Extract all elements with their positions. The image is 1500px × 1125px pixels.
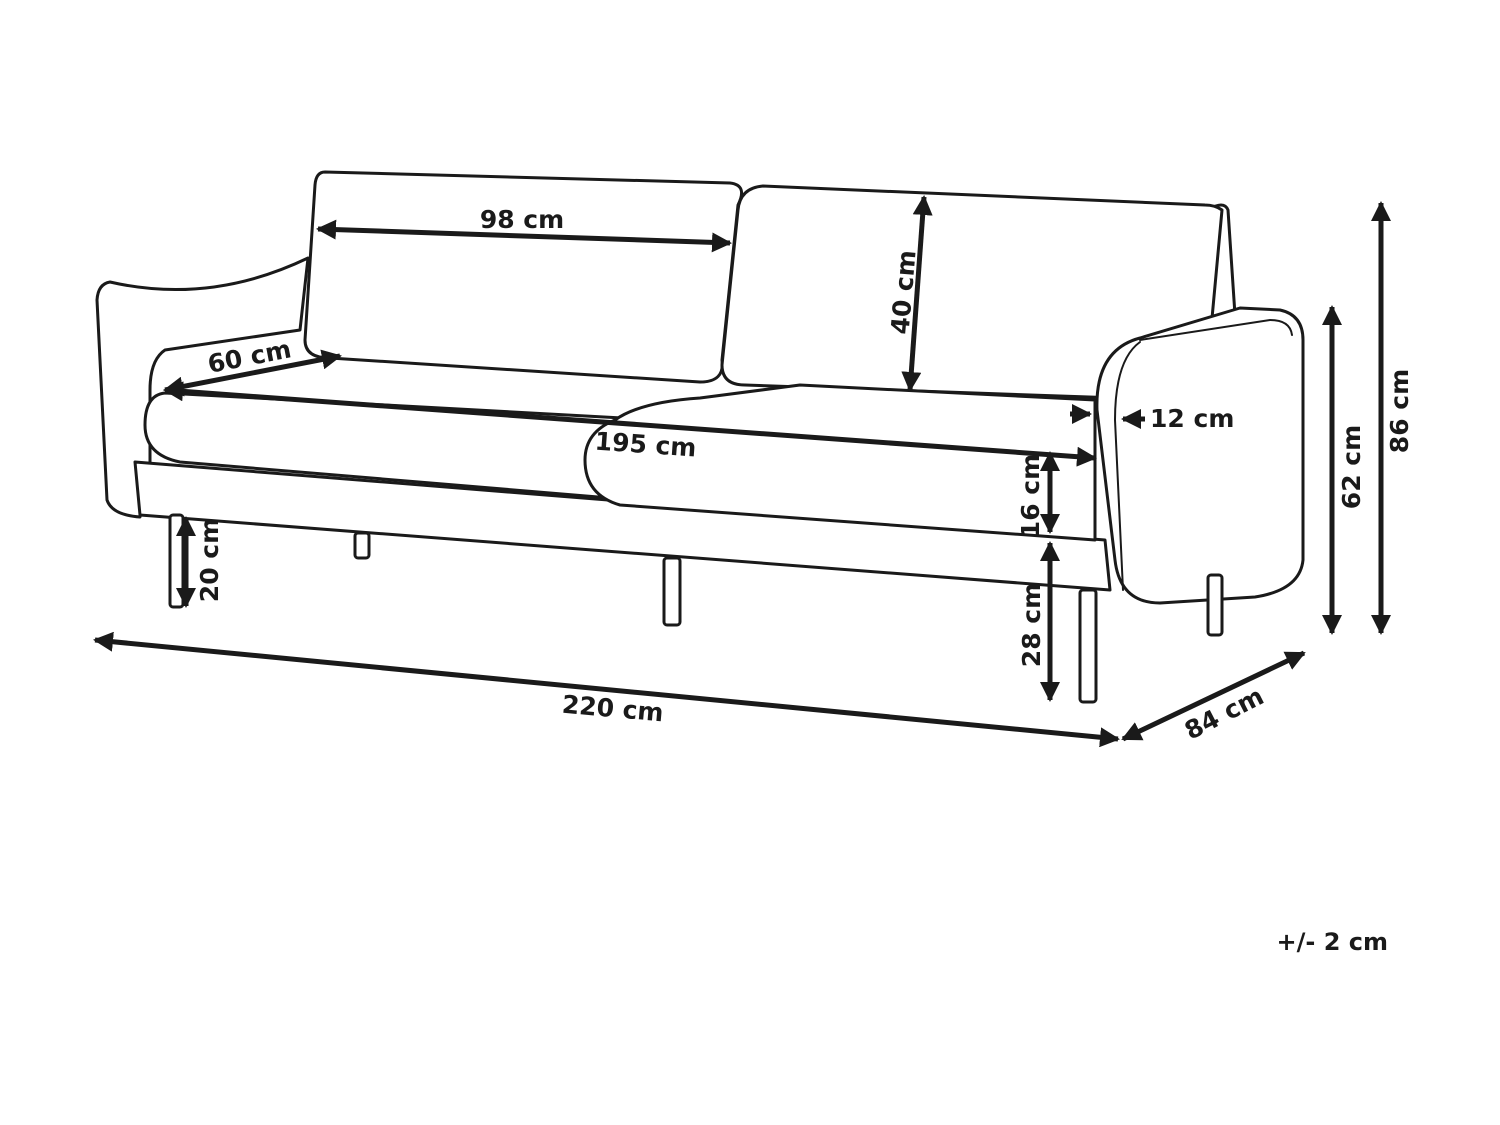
label-seat-width: 195 cm	[594, 427, 698, 463]
dim-line-total-depth	[1121, 650, 1306, 742]
leg-front-right	[1078, 588, 1098, 704]
dimension-lines	[93, 195, 1391, 748]
label-armrest-width: 12 cm	[1150, 404, 1234, 433]
leg-back-right	[1206, 573, 1224, 637]
label-seat-cushion-height: 16 cm	[1016, 454, 1045, 538]
tolerance-note: +/- 2 cm	[1277, 928, 1388, 956]
dim-line-cushion-height	[901, 195, 933, 392]
label-seat-height: 28 cm	[1017, 583, 1046, 667]
right-arm-top-edge	[1139, 318, 1293, 341]
leg-back-left	[353, 531, 371, 560]
label-arm-height: 62 cm	[1337, 425, 1366, 509]
right-arm-front-edge	[1113, 341, 1141, 591]
dim-line-total-width	[93, 631, 1120, 748]
dim-line-seat-width	[163, 381, 1097, 467]
left-back-cushion	[303, 170, 744, 384]
sofa-drawing	[95, 170, 1305, 704]
label-cushion-width: 98 cm	[480, 205, 564, 234]
leg-front-left	[168, 513, 185, 609]
label-leg-height: 20 cm	[195, 518, 224, 602]
right-arm	[1095, 306, 1305, 605]
dim-line-cushion-width	[316, 219, 732, 253]
label-total-height: 86 cm	[1385, 369, 1414, 453]
leg-center	[662, 556, 682, 627]
left-arm	[95, 256, 310, 519]
